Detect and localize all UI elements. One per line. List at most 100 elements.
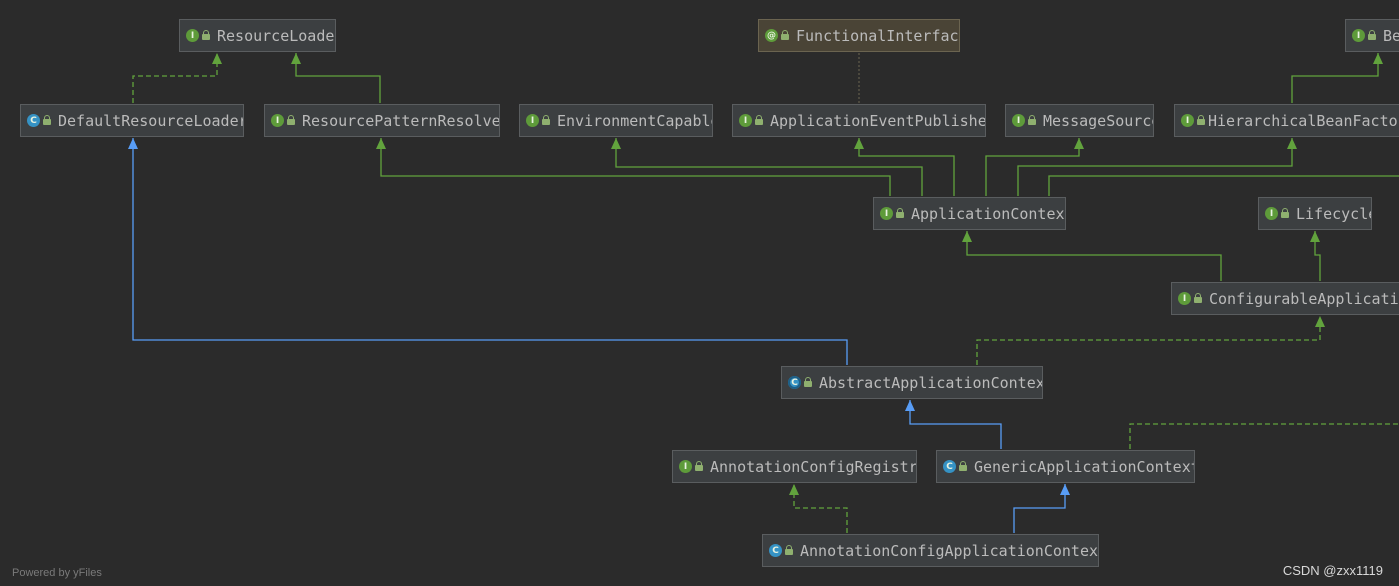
node-message-source[interactable]: I MessageSource — [1005, 104, 1154, 137]
node-configurable-application-context[interactable]: I ConfigurableApplicationContext — [1171, 282, 1399, 315]
node-label: AbstractApplicationContext — [819, 373, 1043, 392]
lock-icon — [781, 29, 789, 40]
class-icon: C — [769, 544, 782, 557]
node-label: MessageSource — [1043, 111, 1154, 130]
interface-icon: I — [739, 114, 752, 127]
watermark-label: CSDN @zxx1119 — [1282, 563, 1383, 578]
edge-annotation-config-app-context-to-registry — [789, 484, 848, 533]
abstract-class-icon: C — [788, 376, 801, 389]
lock-icon — [804, 376, 812, 387]
edge-line — [1291, 53, 1379, 103]
node-resource-pattern-resolver[interactable]: I ResourcePatternResolver — [264, 104, 500, 137]
node-abstract-application-context[interactable]: C AbstractApplicationContext — [781, 366, 1043, 399]
lock-icon — [1028, 114, 1036, 125]
interface-icon: I — [186, 29, 199, 42]
edge-application-context-to-resource-pattern-resolver — [376, 138, 891, 196]
edge-line — [793, 484, 848, 533]
arrowhead-icon — [1060, 484, 1070, 495]
node-label: Lifecycle — [1296, 204, 1372, 223]
interface-icon: I — [1181, 114, 1194, 127]
arrowhead-icon — [291, 53, 301, 64]
node-annotation-config-registry[interactable]: I AnnotationConfigRegistry — [672, 450, 917, 483]
edge-line — [1017, 138, 1293, 196]
node-hierarchical-bean-factory[interactable]: I HierarchicalBeanFactory — [1174, 104, 1399, 137]
interface-icon: I — [271, 114, 284, 127]
arrowhead-icon — [854, 138, 864, 149]
arrowhead-icon — [1373, 53, 1383, 64]
interface-icon: I — [1178, 292, 1191, 305]
edge-line — [132, 138, 848, 365]
edge-line — [1314, 231, 1321, 281]
lock-icon — [1197, 114, 1205, 125]
node-label: FunctionalInterface — [796, 26, 960, 45]
edge-application-context-to-hierarchical-bean-factory — [1017, 138, 1297, 196]
lock-icon — [1194, 292, 1202, 303]
node-label: ResourcePatternResolver — [302, 111, 500, 130]
node-label: HierarchicalBeanFactory — [1208, 111, 1399, 130]
edge-generic-to-abstract-application-context — [905, 400, 1002, 449]
arrowhead-icon — [789, 484, 799, 495]
edge-application-context-to-bean-factory — [1048, 175, 1399, 196]
edge-line — [132, 53, 218, 103]
edge-application-context-to-environment-capable — [611, 138, 923, 196]
lock-icon — [1281, 207, 1289, 218]
node-label: AnnotationConfigApplicationContext — [800, 541, 1099, 560]
node-environment-capable[interactable]: I EnvironmentCapable — [519, 104, 713, 137]
lock-icon — [755, 114, 763, 125]
node-label: EnvironmentCapable — [557, 111, 713, 130]
node-functional-interface[interactable]: @ FunctionalInterface — [758, 19, 960, 52]
node-default-resource-loader[interactable]: C DefaultResourceLoader — [20, 104, 244, 137]
interface-icon: I — [1012, 114, 1025, 127]
arrowhead-icon — [1315, 316, 1325, 327]
arrowhead-icon — [128, 138, 138, 149]
edge-line — [1013, 484, 1066, 533]
edge-line — [966, 231, 1222, 281]
edge-generic-external-interface — [1129, 423, 1399, 449]
edge-abstract-application-context-to-configurable — [976, 316, 1325, 365]
node-bean-factory[interactable]: I BeanFactory — [1345, 19, 1399, 52]
edge-default-resource-loader-to-resource-loader — [132, 53, 222, 103]
arrowhead-icon — [1310, 231, 1320, 242]
interface-icon: I — [526, 114, 539, 127]
node-lifecycle[interactable]: I Lifecycle — [1258, 197, 1372, 230]
arrowhead-icon — [376, 138, 386, 149]
edge-configurable-to-lifecycle — [1310, 231, 1321, 281]
arrowhead-icon — [905, 400, 915, 411]
arrowhead-icon — [611, 138, 621, 149]
annotation-icon: @ — [765, 29, 778, 42]
node-resource-loader[interactable]: I ResourceLoader — [179, 19, 336, 52]
edge-line — [976, 316, 1321, 365]
node-label: ApplicationEventPublisher — [770, 111, 986, 130]
edge-application-context-to-message-source — [985, 138, 1084, 196]
node-generic-application-context[interactable]: C GenericApplicationContext — [936, 450, 1195, 483]
arrowhead-icon — [962, 231, 972, 242]
lock-icon — [202, 29, 210, 40]
edge-line — [1048, 175, 1399, 196]
edge-application-context-to-application-event-publisher — [854, 138, 955, 196]
lock-icon — [695, 460, 703, 471]
arrowhead-icon — [1074, 138, 1084, 149]
node-label: ResourceLoader — [217, 26, 336, 45]
node-application-event-publisher[interactable]: I ApplicationEventPublisher — [732, 104, 986, 137]
node-application-context[interactable]: I ApplicationContext — [873, 197, 1066, 230]
node-label: GenericApplicationContext — [974, 457, 1195, 476]
arrowhead-icon — [212, 53, 222, 64]
interface-icon: I — [1352, 29, 1365, 42]
node-annotation-config-application-context[interactable]: C AnnotationConfigApplicationContext — [762, 534, 1099, 567]
lock-icon — [287, 114, 295, 125]
class-icon: C — [27, 114, 40, 127]
edge-configurable-to-application-context — [962, 231, 1222, 281]
node-label: ApplicationContext — [911, 204, 1066, 223]
edge-hierarchical-bean-factory-to-bean-factory — [1291, 53, 1383, 103]
arrowhead-icon — [1287, 138, 1297, 149]
lock-icon — [785, 544, 793, 555]
edge-line — [295, 53, 381, 103]
lock-icon — [896, 207, 904, 218]
edge-line — [985, 138, 1080, 196]
edge-line — [1129, 423, 1399, 449]
lock-icon — [959, 460, 967, 471]
node-label: DefaultResourceLoader — [58, 111, 244, 130]
lock-icon — [43, 114, 51, 125]
